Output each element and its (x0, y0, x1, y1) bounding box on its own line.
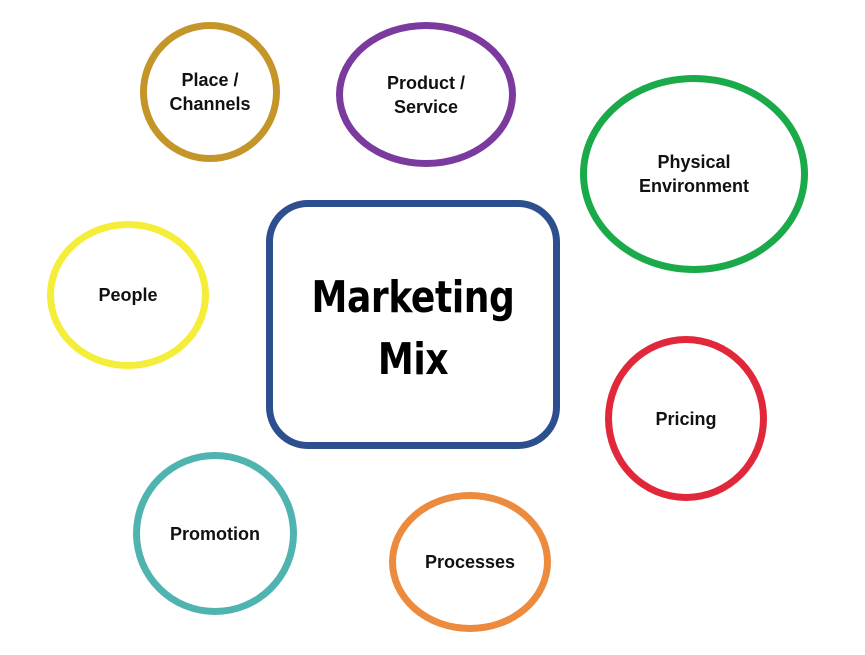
node-label-place-channels: Place / Channels (169, 70, 251, 114)
node-promotion: Promotion (133, 452, 297, 615)
node-people: People (47, 221, 209, 369)
node-label-physical-environment: Physical Environment (638, 152, 749, 196)
node-label-processes: Processes (424, 552, 516, 572)
node-processes: Processes (389, 492, 551, 632)
node-pricing: Pricing (605, 336, 767, 501)
center-box-marketing-mix: Marketing Mix (266, 200, 560, 449)
node-physical-environment: Physical Environment (580, 75, 808, 273)
node-label-people: People (98, 285, 158, 305)
node-label-promotion: Promotion (170, 523, 260, 544)
node-product-service: Product / Service (336, 22, 516, 167)
node-place-channels: Place / Channels (140, 22, 280, 162)
node-label-pricing: Pricing (655, 408, 717, 429)
node-label-product-service: Product / Service (386, 72, 465, 117)
center-title: Marketing Mix (311, 272, 515, 385)
